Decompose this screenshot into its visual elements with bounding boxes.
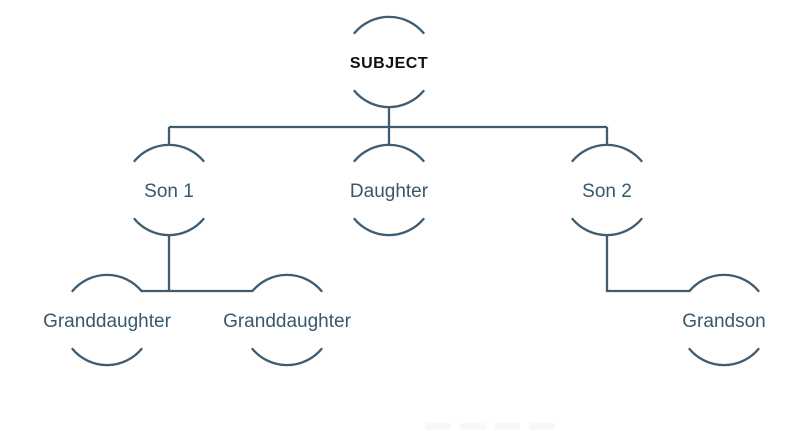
granddaughter2-top-arc — [251, 273, 323, 293]
granddaughter2-bottom-arc — [251, 347, 323, 367]
son2-label: Son 2 — [582, 181, 632, 202]
node-circle-son1 — [133, 143, 205, 237]
node-circle-subject — [353, 15, 425, 109]
grandson-top-arc — [688, 273, 760, 293]
subject-label: SUBJECT — [350, 55, 428, 72]
grandson-bottom-arc — [688, 347, 760, 367]
son2-bottom-arc — [571, 217, 643, 237]
node-labels: SUBJECT Son 1 Daughter Son 2 Granddaught… — [43, 55, 766, 332]
subject-bottom-arc — [353, 89, 425, 109]
node-circle-daughter — [353, 143, 425, 237]
daughter-top-arc — [353, 143, 425, 163]
node-circle-granddaughter2 — [251, 273, 323, 367]
node-circle-grandson — [688, 273, 760, 367]
granddaughter1-top-arc — [71, 273, 143, 293]
subject-top-arc — [353, 15, 425, 35]
connector-lines — [141, 107, 690, 293]
daughter-label: Daughter — [350, 181, 429, 202]
son1-bottom-arc — [133, 217, 205, 237]
granddaughter1-label: Granddaughter — [43, 311, 171, 332]
connector-son2-to-grandson — [605, 235, 690, 293]
grandson-label: Grandson — [682, 311, 765, 332]
granddaughter1-bottom-arc — [71, 347, 143, 367]
node-circles — [71, 15, 760, 367]
node-circle-granddaughter1 — [71, 273, 143, 367]
son1-top-arc — [133, 143, 205, 163]
son1-label: Son 1 — [144, 181, 194, 202]
cropped-watermark-artifact — [425, 423, 555, 430]
daughter-bottom-arc — [353, 217, 425, 237]
granddaughter2-label: Granddaughter — [223, 311, 351, 332]
node-circle-son2 — [571, 143, 643, 237]
son2-top-arc — [571, 143, 643, 163]
